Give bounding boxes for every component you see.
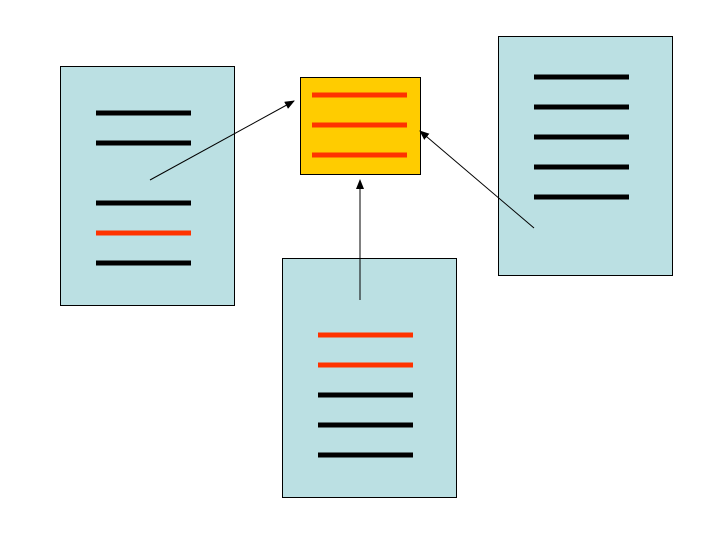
arrow-left-to-summary <box>149 100 295 181</box>
arrow-right-to-summary <box>419 130 535 229</box>
document-left <box>60 66 235 306</box>
document-right <box>498 36 673 276</box>
document-bottom <box>282 258 457 498</box>
